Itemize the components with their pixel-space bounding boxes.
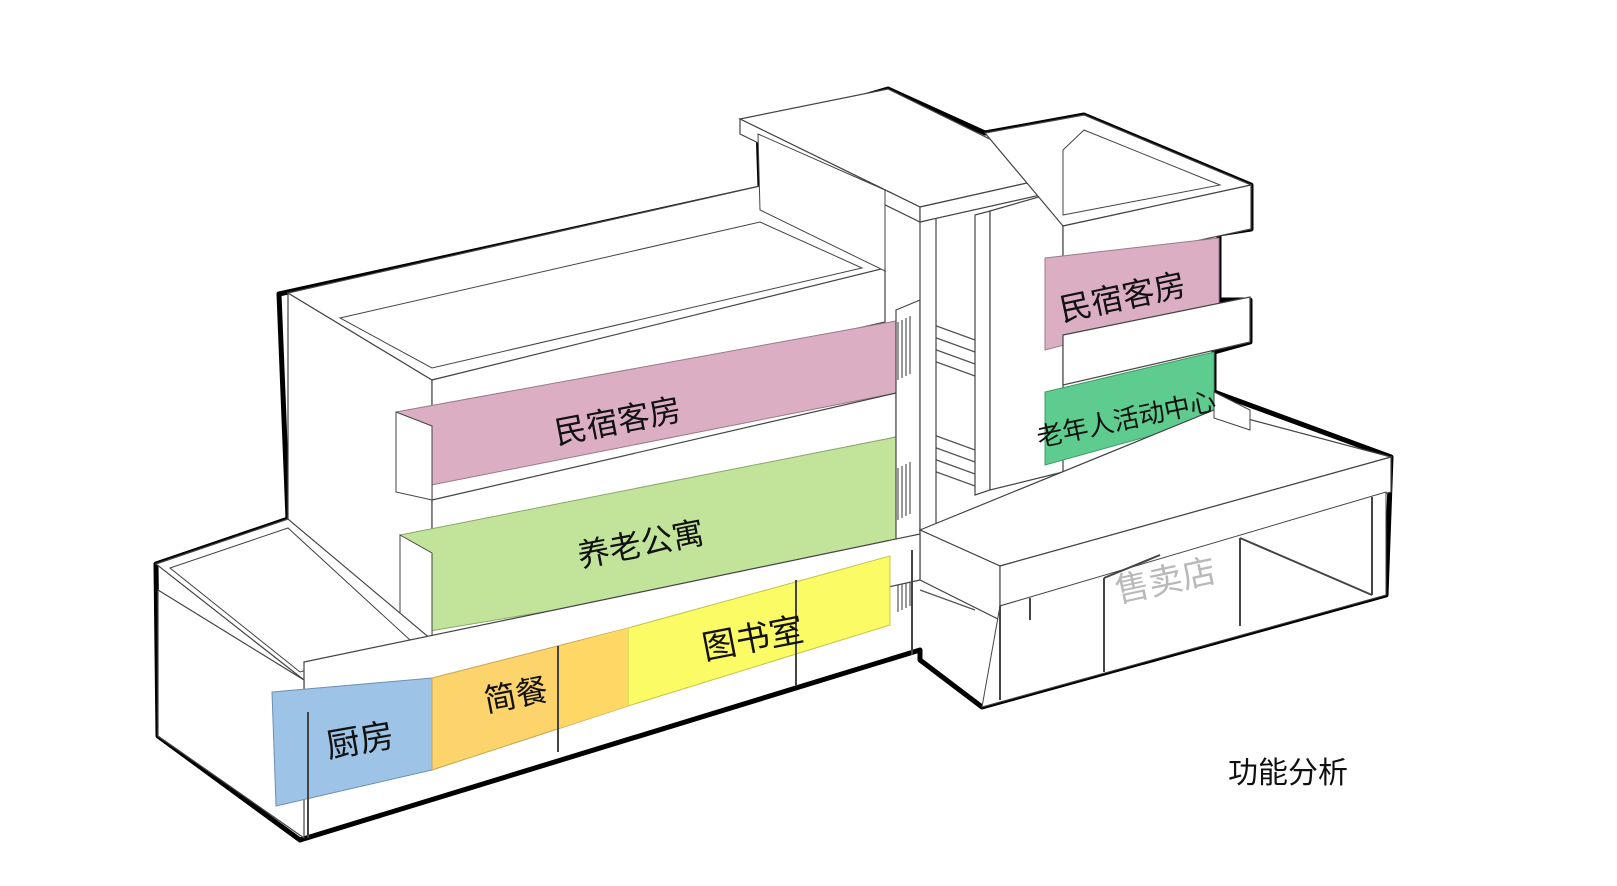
stair-core-face: [895, 299, 921, 551]
diagram-caption: 功能分析: [1228, 756, 1348, 791]
stair-tower-column-left: [919, 217, 937, 531]
stair-tower-back-wall: [757, 133, 886, 272]
main-block-roof-inner: [338, 221, 864, 369]
east-block-roof-edge: [1062, 184, 1252, 271]
ground-floor-columns: [307, 550, 913, 838]
shop-wing-columns: [999, 497, 1373, 700]
zone-guest-rooms-main-inset: [395, 411, 433, 501]
west-podium-end-wall: [157, 588, 305, 840]
east-slab-level-2: [1062, 296, 1251, 386]
shop-wing-glass-front: [981, 491, 1387, 708]
east-block-roof-inner: [1062, 129, 1222, 216]
shop-wing-fascia-front: [999, 456, 1392, 607]
shop-wing-parapet: [1213, 391, 1251, 431]
stair-tower-column-right: [974, 210, 991, 496]
zone-light-meal-divider: [560, 628, 628, 728]
